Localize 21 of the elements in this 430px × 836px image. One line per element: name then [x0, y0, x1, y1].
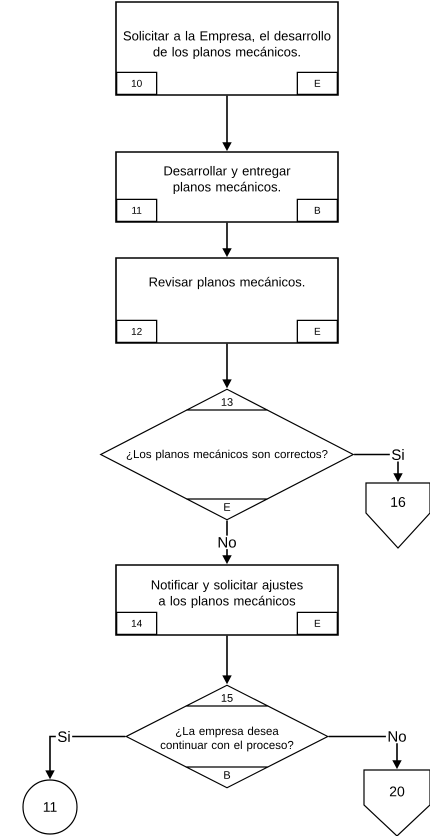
off-page-connector: 16 — [365, 482, 430, 549]
role-letter: E — [296, 320, 338, 343]
edge-label: No — [216, 536, 238, 550]
role-letter: B — [224, 771, 230, 779]
process-text: Revisar planos mecánicos. — [150, 276, 304, 290]
process-text: Solicitar a la Empresa, el desarrollo de los planos mecánicos. — [124, 30, 330, 60]
role-letter: E — [224, 503, 230, 511]
role-letter: B — [296, 198, 338, 222]
role-letter: E — [296, 612, 338, 635]
step-number: 14 — [116, 612, 158, 635]
step-number: 15 — [222, 694, 233, 702]
step-number: 10 — [116, 72, 158, 95]
off-page-connector: 20 — [363, 769, 430, 836]
step-number: 13 — [222, 398, 233, 406]
step-number: 11 — [116, 198, 158, 222]
step-number: 12 — [116, 320, 158, 343]
decision-text: ¿La empresa desea continuar con el proceso? — [160, 726, 294, 752]
process-text: Desarrollar y entregar planos mecánicos. — [164, 166, 290, 194]
role-letter: E — [296, 72, 338, 95]
decision-text: ¿Los planos mecánicos son correctos? — [126, 450, 328, 460]
process-text: Notificar y solicitar ajustes a los planos mecánicos — [152, 580, 303, 608]
